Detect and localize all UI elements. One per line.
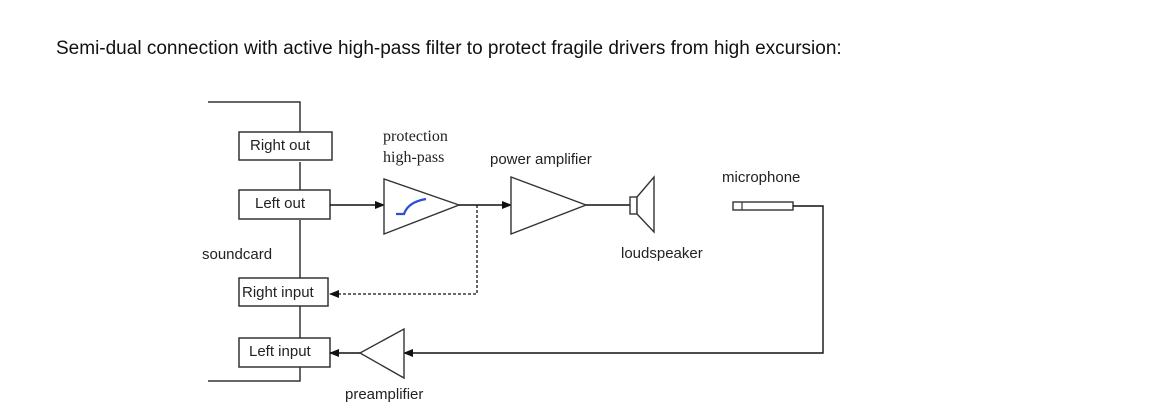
preamplifier-label: preamplifier bbox=[345, 386, 423, 403]
port-right-out-label: Right out bbox=[250, 137, 311, 154]
highpass-curve-icon bbox=[396, 197, 427, 216]
microphone-label: microphone bbox=[722, 169, 800, 186]
loudspeaker-icon bbox=[629, 175, 655, 234]
highpass-filter bbox=[383, 178, 462, 236]
port-left-input: Left input bbox=[238, 337, 331, 368]
port-left-out: Left out bbox=[238, 189, 331, 220]
loudspeaker-label: loudspeaker bbox=[621, 245, 703, 262]
preamplifier bbox=[358, 327, 405, 380]
port-left-out-label: Left out bbox=[255, 195, 306, 212]
power-amplifier bbox=[510, 175, 588, 236]
soundcard-label: soundcard bbox=[202, 246, 272, 263]
port-right-input: Right input bbox=[238, 277, 329, 307]
right-input-feedback-wire bbox=[329, 205, 478, 298]
port-right-out: Right out bbox=[238, 131, 333, 161]
power-amplifier-label: power amplifier bbox=[490, 151, 592, 168]
highpass-label-line1: protection bbox=[383, 128, 448, 145]
page-heading: Semi-dual connection with active high-pa… bbox=[56, 38, 842, 59]
highpass-label-line2: high-pass bbox=[383, 149, 444, 166]
microphone-to-preamp-wire bbox=[403, 205, 824, 357]
soundcard-outline bbox=[208, 101, 301, 382]
port-right-input-label: Right input bbox=[242, 284, 315, 301]
port-left-input-label: Left input bbox=[249, 343, 312, 360]
